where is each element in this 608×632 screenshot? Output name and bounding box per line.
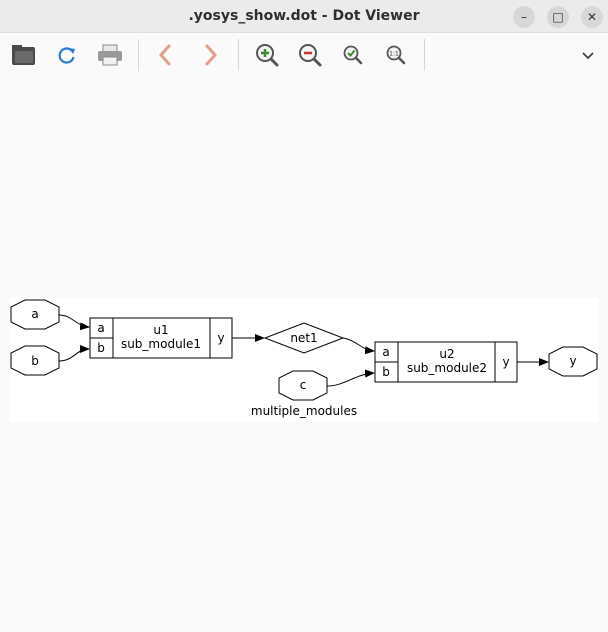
reload-icon (58, 47, 75, 64)
u1-port-a: a (97, 321, 104, 335)
print-icon (98, 44, 122, 66)
svg-text:1:1: 1:1 (389, 51, 399, 58)
graph-name-label: multiple_modules (251, 404, 357, 418)
u2-type: sub_module2 (407, 361, 487, 375)
zoom-fit-icon (343, 45, 363, 65)
back-button[interactable] (152, 41, 180, 69)
u1-id: u1 (153, 323, 168, 337)
graph-svg: a b a b u1 sub_module1 y net1 c (10, 298, 598, 422)
output-node-y[interactable]: y (548, 346, 598, 377)
graph-canvas[interactable]: a b a b u1 sub_module1 y net1 c (0, 78, 608, 628)
window-title: .yosys_show.dot - Dot Viewer (188, 8, 420, 24)
print-button[interactable] (96, 41, 124, 69)
u1-port-y: y (217, 331, 224, 345)
toolbar-separator (424, 39, 425, 71)
zoom-in-icon (256, 44, 279, 67)
maximize-icon: □ (552, 10, 564, 24)
back-icon (158, 44, 171, 66)
forward-icon (205, 44, 218, 66)
u2-id: u2 (439, 347, 454, 361)
forward-button[interactable] (196, 41, 224, 69)
zoom-100-button[interactable]: 1:1 (382, 41, 410, 69)
input-node-a[interactable]: a (10, 299, 60, 330)
reload-button[interactable] (53, 41, 81, 69)
zoom-in-button[interactable] (253, 41, 281, 69)
input-node-c[interactable]: c (278, 370, 328, 401)
input-b-label: b (31, 354, 39, 368)
edge-c-u2 (326, 369, 375, 387)
menu-chevron-icon (582, 52, 594, 60)
toolbar: 1:1 (0, 33, 608, 77)
edge-net1-u2 (342, 337, 375, 355)
title-bar: .yosys_show.dot - Dot Viewer – □ ✕ (0, 0, 608, 33)
zoom-100-icon: 1:1 (386, 45, 406, 65)
cell-u1[interactable]: a b u1 sub_module1 y (89, 317, 233, 359)
open-icon (12, 45, 35, 65)
u2-port-y: y (502, 355, 509, 369)
zoom-out-button[interactable] (296, 41, 324, 69)
input-a-label: a (31, 307, 38, 321)
cell-u2[interactable]: a b u2 sub_module2 y (374, 341, 518, 383)
open-button[interactable] (10, 41, 38, 69)
zoom-fit-button[interactable] (339, 41, 367, 69)
output-y-label: y (569, 354, 576, 368)
net1-label: net1 (290, 331, 317, 345)
input-node-b[interactable]: b (10, 345, 60, 376)
close-button[interactable]: ✕ (581, 6, 603, 28)
close-icon: ✕ (586, 10, 598, 24)
u2-port-b: b (382, 365, 390, 379)
input-c-label: c (300, 378, 307, 392)
edge-b-u1 (58, 345, 90, 362)
menu-button[interactable] (574, 41, 602, 69)
toolbar-separator (138, 39, 139, 71)
minimize-button[interactable]: – (513, 6, 535, 28)
toolbar-separator (238, 39, 239, 71)
u2-port-a: a (382, 345, 389, 359)
u1-type: sub_module1 (121, 337, 201, 351)
minimize-icon: – (521, 10, 527, 24)
edge-a-u1 (58, 314, 90, 331)
maximize-button[interactable]: □ (547, 6, 569, 28)
zoom-out-icon (299, 44, 322, 67)
u1-port-b: b (97, 341, 105, 355)
